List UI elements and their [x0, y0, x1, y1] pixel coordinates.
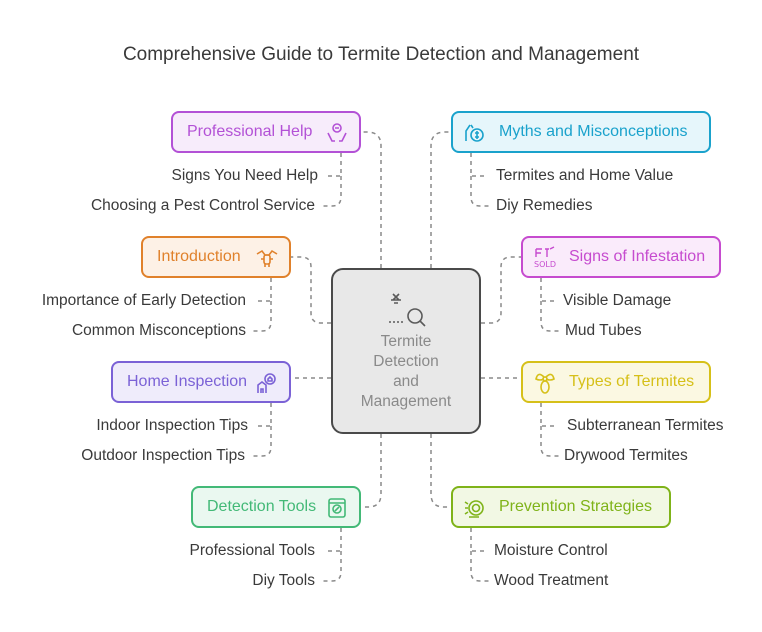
subtopic: Diy Remedies [496, 197, 593, 214]
node-label: Prevention Strategies [499, 498, 652, 515]
central-line: Detection [373, 353, 439, 370]
connector-signs-subs [540, 278, 560, 332]
node-label: Introduction [157, 248, 241, 265]
node-label: Signs of Infestation [569, 248, 706, 265]
connector-center-professional-help [361, 131, 382, 268]
sold-sign-icon: SOLD [534, 246, 556, 269]
subtopic: Visible Damage [563, 292, 672, 309]
central-line: Termite [380, 333, 432, 350]
node-label: Detection Tools [207, 498, 317, 515]
subtopic: Subterranean Termites [567, 417, 724, 434]
praying-hands-icon [327, 123, 347, 142]
subtopic: Termites and Home Value [496, 167, 674, 184]
subtopic: Choosing a Pest Control Service [90, 197, 315, 214]
subtopic: Wood Treatment [494, 572, 609, 589]
subtopic: Professional Tools [189, 542, 315, 559]
insect-icon [535, 373, 555, 394]
subtopic: Drywood Termites [564, 447, 688, 464]
connector-center-prevention [430, 434, 451, 508]
wood-shield-icon [464, 500, 484, 518]
central-line: Management [360, 393, 452, 410]
subtopic: Diy Tools [252, 572, 315, 589]
house-inspection-icon [257, 373, 276, 393]
dollar-hands-icon [465, 124, 484, 142]
node-label: Myths and Misconceptions [499, 123, 688, 140]
node-professional-help[interactable]: Professional Help [171, 111, 361, 153]
subtopic: Importance of Early Detection [41, 292, 246, 309]
node-prevention-strategies[interactable]: Prevention Strategies [451, 486, 671, 528]
node-types-of-termites[interactable]: Types of Termites [521, 361, 711, 403]
node-signs-of-infestation[interactable]: SOLD Signs of Infestation [521, 236, 721, 278]
svg-text:SOLD: SOLD [534, 260, 556, 269]
node-detection-tools[interactable]: Detection Tools [191, 486, 361, 528]
connector-myths-subs [470, 153, 490, 207]
termite-icon [256, 249, 278, 267]
subtopic: Indoor Inspection Tips [96, 417, 248, 434]
node-myths-and-misconceptions[interactable]: Myths and Misconceptions [451, 111, 711, 153]
tool-box-icon [328, 498, 346, 518]
magnifier-termite-icon [389, 293, 426, 327]
node-home-inspection[interactable]: Home Inspection [111, 361, 291, 403]
central-topic-label: Termite Detection and Management [333, 332, 479, 412]
node-label: Professional Help [187, 123, 313, 140]
central-line: and [393, 373, 419, 390]
node-label: Home Inspection [127, 373, 248, 390]
connector-center-myths [430, 131, 451, 268]
node-introduction[interactable]: Introduction [141, 236, 291, 278]
connector-types-subs [540, 403, 560, 457]
subtopic: Outdoor Inspection Tips [81, 447, 245, 464]
central-topic: Termite Detection and Management [331, 268, 481, 434]
connector-center-introduction [291, 256, 331, 324]
subtopic: Moisture Control [494, 542, 608, 559]
connector-detection-tools-subs [322, 528, 342, 582]
connector-home-inspection-subs [252, 403, 272, 457]
subtopic: Common Misconceptions [71, 322, 246, 339]
subtopic: Signs You Need Help [171, 167, 318, 184]
subtopic: Mud Tubes [565, 322, 642, 339]
connector-center-detection-tools [361, 434, 382, 508]
node-label: Types of Termites [569, 373, 695, 390]
connector-professional-help-subs [322, 153, 342, 207]
connector-prevention-subs [470, 528, 490, 582]
connector-introduction-subs [252, 278, 272, 332]
diagram-title: Comprehensive Guide to Termite Detection… [122, 44, 640, 65]
connector-center-signs [481, 256, 521, 324]
